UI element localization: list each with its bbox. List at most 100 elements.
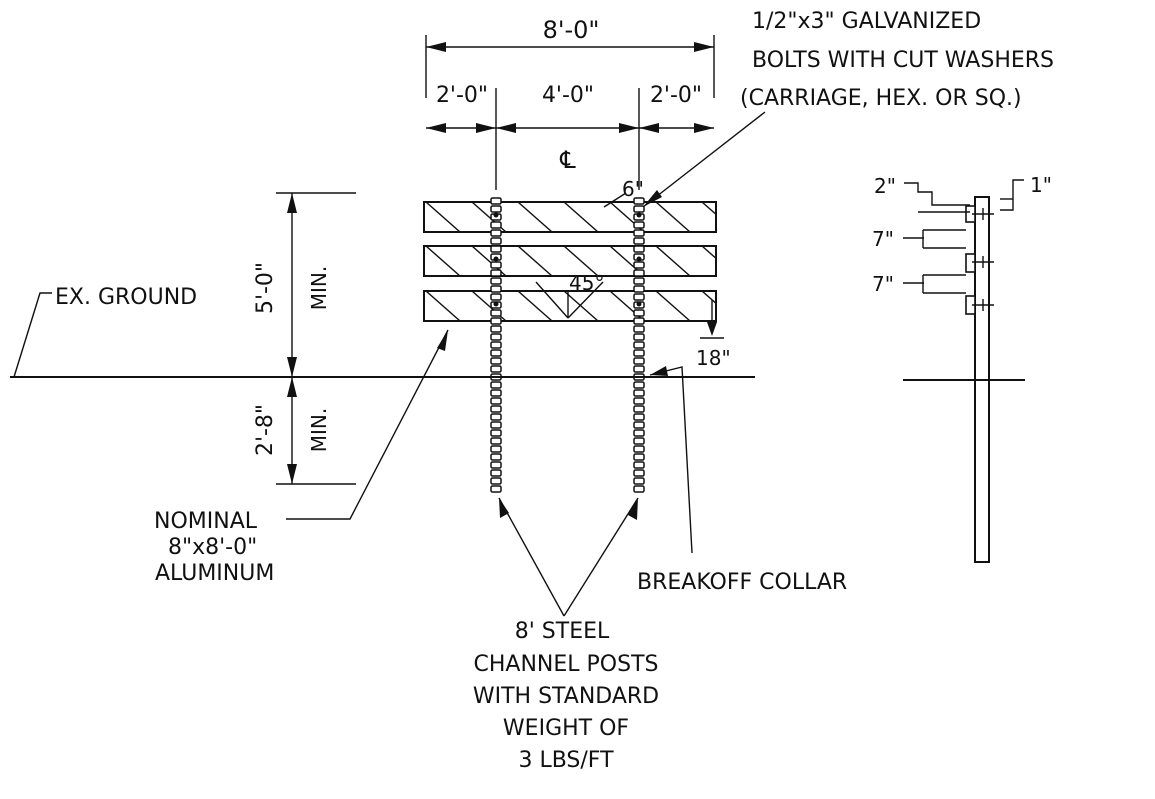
panel-hatch-line [655,291,691,321]
post-segment [633,469,645,477]
panel-top [380,201,717,233]
post-segment [490,341,502,349]
post-segment [633,245,645,253]
post-segment [633,237,645,245]
post-segment [490,245,502,253]
side-spacing-1-label: 7" [872,227,894,251]
posts-label-line4: WEIGHT OF [503,716,629,741]
posts-label-line5: 3 LBS/FT [518,748,614,773]
post-segment [490,317,502,325]
panel-hatch-line [425,202,461,232]
post-segment [633,269,645,277]
steel-channel-posts [490,197,645,493]
post-segment [490,429,502,437]
post-segment [490,357,502,365]
clearance-dimension: 18" [696,300,731,370]
panel-callout: NOMINAL 8"x8'-0" ALUMINUM [154,329,449,586]
overall-width-dimension: 8'-0" [425,16,715,98]
post-segment [490,437,502,445]
collar-callout: BREAKOFF COLLAR [637,366,847,595]
post-segment [490,461,502,469]
post-segment [633,365,645,373]
post-segment [490,261,502,269]
post-segment [490,269,502,277]
post-segment [633,229,645,237]
height-min-label: MIN. [307,266,331,310]
post-segment [633,341,645,349]
right-offset-label: 2'-0" [650,83,702,108]
post-segment [490,485,502,493]
post-segment [490,477,502,485]
post-segment [633,221,645,229]
post-segment [633,309,645,317]
panel-hatch-line [517,246,553,276]
embed-depth-label: 2'-8" [253,404,278,456]
panel-hatch-line [563,246,599,276]
post-segment [633,437,645,445]
post-segment [633,413,645,421]
panel-hatch-line [380,291,414,321]
bolts-label-line2: BOLTS WITH CUT WASHERS [752,48,1054,73]
post-segment [633,277,645,285]
post-segment [490,349,502,357]
posts-label-line2: CHANNEL POSTS [474,652,659,677]
posts-label-line1: 8' STEEL [515,619,610,644]
bolt-dot [493,256,499,262]
post-segment [633,205,645,213]
post-segment [490,453,502,461]
post-segment [633,389,645,397]
panel-hatch-line [701,291,716,305]
left-offset-label: 2'-0" [436,83,488,108]
post-segment [490,237,502,245]
post-segment [633,357,645,365]
side-top-offset-label: 2" [874,174,896,198]
vertical-dimensions: 5'-0" MIN. 2'-8" MIN. [253,192,356,485]
post-segment [490,381,502,389]
collar-label: BREAKOFF COLLAR [637,570,847,595]
center-span-label: 4'-0" [542,83,594,108]
post-segment [490,405,502,413]
post-segment [633,349,645,357]
panel-label-line3: ALUMINUM [155,561,274,586]
clearance-label: 18" [696,346,731,370]
panel-hatch-line [655,202,691,232]
panel-hatch-line [748,246,782,276]
posts-callout: 8' STEEL CHANNEL POSTS WITH STANDARD WEI… [473,497,659,773]
bolt-dot [636,256,642,262]
post-segment [633,197,645,205]
post-segment [490,397,502,405]
post-segment [633,293,645,301]
post-segment [490,229,502,237]
panel-hatch-line [380,202,414,232]
post-segment [490,421,502,429]
post-segment [633,317,645,325]
post-segment [490,309,502,317]
panel-hatch-line [425,246,461,276]
panel-hatch-line [517,202,553,232]
post-segment [633,429,645,437]
post-segment [490,413,502,421]
segment-dimensions: 2'-0" 4'-0" 2'-0" ℄ [426,83,714,190]
aluminum-panels [380,201,782,322]
panel-label-line1: NOMINAL [154,509,258,534]
panel-bottom [380,290,717,322]
height-above-ground-label: 5'-0" [253,262,278,314]
post-segment [633,461,645,469]
post-segment [633,445,645,453]
overall-width-label: 8'-0" [543,16,600,44]
panel-annotations: 6" 45° [535,177,644,319]
bolt-spacing-label: 6" [622,177,644,201]
post-segment [490,285,502,293]
panel-hatch-line [517,291,553,321]
panel-hatch-line [701,202,716,216]
bolt-dot [636,212,642,218]
bolt-dot [493,301,499,307]
side-view: 2" 1" 7" 7" [872,173,1052,563]
side-spacing-2-label: 7" [872,272,894,296]
post-segment [490,205,502,213]
panel-hatch-line [655,246,691,276]
post-segment [490,277,502,285]
bolts-label-line1: 1/2"x3" GALVANIZED [752,9,981,34]
post-segment [490,445,502,453]
